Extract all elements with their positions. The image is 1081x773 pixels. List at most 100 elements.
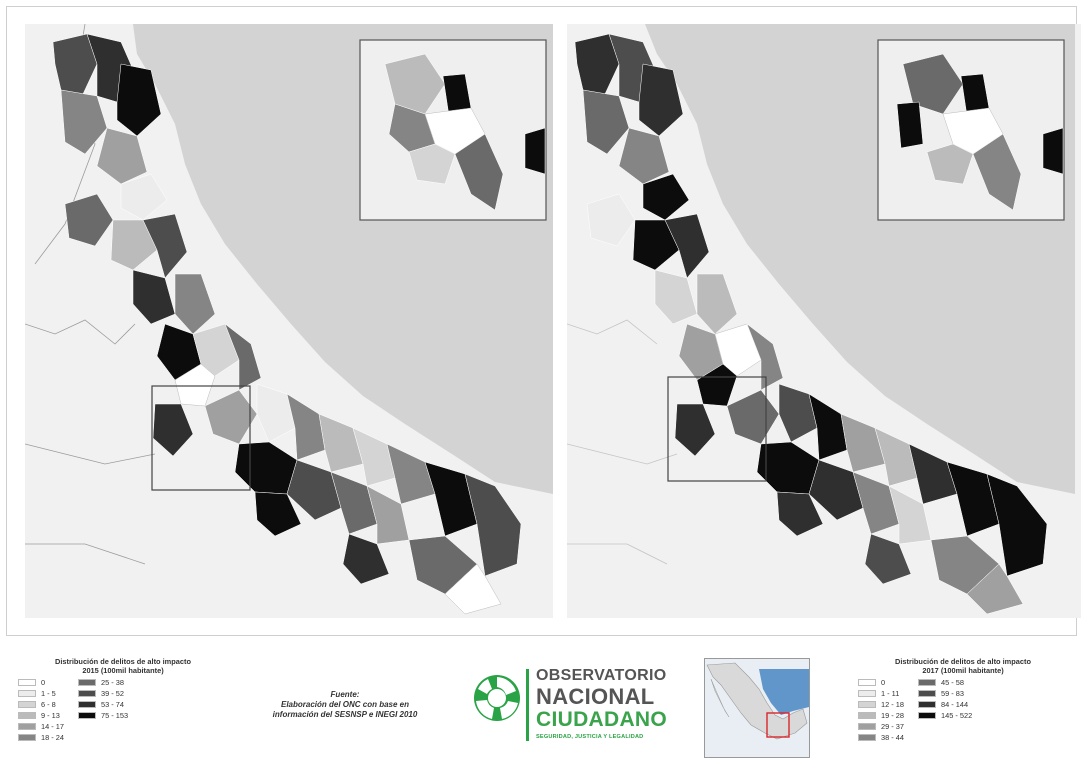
municipality[interactable] bbox=[586, 193, 636, 247]
inset-municipality bbox=[926, 143, 974, 185]
state-boundary-lines bbox=[567, 319, 678, 565]
locator-highlight bbox=[766, 712, 790, 738]
legend-swatch bbox=[858, 734, 876, 741]
legend-title: Distribución de delitos de alto impacto bbox=[55, 657, 191, 666]
municipality[interactable] bbox=[946, 461, 1000, 537]
municipality[interactable] bbox=[874, 427, 918, 487]
legend-swatch bbox=[18, 734, 36, 741]
mexico-locator-map bbox=[704, 658, 810, 758]
municipality[interactable] bbox=[642, 173, 690, 221]
municipality[interactable] bbox=[224, 323, 262, 391]
municipality[interactable] bbox=[464, 473, 522, 577]
legend-swatch bbox=[18, 712, 36, 719]
legend-swatch bbox=[858, 690, 876, 697]
legend-col-1: 0 1 - 11 12 - 18 19 - 28 29 - 37 38 - 44 bbox=[858, 678, 904, 742]
municipality[interactable] bbox=[366, 485, 410, 545]
municipality[interactable] bbox=[142, 213, 188, 279]
municipality[interactable] bbox=[986, 473, 1048, 577]
municipality[interactable] bbox=[808, 393, 848, 461]
municipality[interactable] bbox=[654, 269, 698, 325]
legend-columns: 0 1 - 11 12 - 18 19 - 28 29 - 37 38 - 44… bbox=[858, 678, 1068, 742]
municipality[interactable] bbox=[424, 461, 478, 537]
legend-swatch bbox=[918, 679, 937, 686]
legend-item: 0 bbox=[858, 678, 904, 687]
mexico-land bbox=[706, 662, 808, 740]
municipality[interactable] bbox=[664, 213, 710, 279]
municipality[interactable] bbox=[132, 269, 176, 325]
municipality[interactable] bbox=[386, 443, 436, 505]
municipality[interactable] bbox=[96, 127, 148, 185]
municipality[interactable] bbox=[60, 89, 108, 155]
municipality[interactable] bbox=[674, 403, 716, 457]
municipality[interactable] bbox=[888, 485, 932, 545]
municipality[interactable] bbox=[696, 273, 738, 335]
municipality[interactable] bbox=[444, 563, 502, 615]
legend-item: 145 - 522 bbox=[918, 711, 972, 720]
legend-item: 38 - 44 bbox=[858, 733, 904, 742]
study-area-box bbox=[151, 385, 251, 491]
logo-divider bbox=[526, 669, 529, 741]
municipality[interactable] bbox=[256, 383, 296, 443]
legend-swatch bbox=[78, 679, 97, 686]
municipality[interactable] bbox=[778, 383, 818, 443]
municipality[interactable] bbox=[286, 393, 326, 461]
legend-item: 1 - 5 bbox=[18, 689, 64, 698]
locator-svg bbox=[706, 662, 809, 740]
municipality[interactable] bbox=[776, 491, 824, 537]
legend-item: 29 - 37 bbox=[858, 722, 904, 731]
legend-swatch bbox=[18, 701, 36, 708]
municipality[interactable] bbox=[254, 491, 302, 537]
inset-municipality bbox=[1042, 127, 1064, 175]
municipality[interactable] bbox=[204, 389, 258, 445]
municipality[interactable] bbox=[342, 533, 390, 585]
municipality[interactable] bbox=[152, 403, 194, 457]
municipality[interactable] bbox=[318, 413, 364, 473]
municipality[interactable] bbox=[110, 219, 158, 271]
legend-col-2: 25 - 38 39 - 52 53 - 74 75 - 153 bbox=[78, 678, 128, 742]
inset-municipality bbox=[408, 143, 456, 185]
legend-item: 0 bbox=[18, 678, 64, 687]
municipality[interactable] bbox=[192, 323, 240, 377]
municipality[interactable] bbox=[64, 193, 114, 247]
municipality[interactable] bbox=[746, 323, 784, 391]
municipality[interactable] bbox=[352, 427, 396, 487]
legend-title: Distribución de delitos de alto impacto bbox=[895, 657, 1031, 666]
legend-swatch bbox=[18, 723, 36, 730]
municipality[interactable] bbox=[864, 533, 912, 585]
municipality[interactable] bbox=[632, 219, 680, 271]
legend-item: 59 - 83 bbox=[918, 689, 972, 698]
source-line-1: Elaboración del ONC con base en bbox=[280, 700, 410, 709]
inset-municipality bbox=[902, 53, 964, 115]
municipality[interactable] bbox=[714, 323, 762, 377]
municipality[interactable] bbox=[582, 89, 630, 155]
gulf-water bbox=[759, 669, 809, 715]
municipality[interactable] bbox=[330, 471, 378, 535]
inset-municipality bbox=[524, 127, 546, 175]
logo-text-observatorio: OBSERVATORIO bbox=[536, 667, 667, 684]
onc-logo: OBSERVATORIO NACIONAL CIUDADANO SEGURIDA… bbox=[470, 665, 685, 745]
legend-swatch bbox=[78, 701, 97, 708]
municipality[interactable] bbox=[696, 363, 738, 407]
map-2015[interactable] bbox=[25, 24, 553, 618]
legend-swatch bbox=[858, 723, 876, 730]
legend-item: 45 - 58 bbox=[918, 678, 972, 687]
legend-item: 75 - 153 bbox=[78, 711, 128, 720]
map-2017[interactable] bbox=[567, 24, 1081, 618]
legend-swatch bbox=[918, 712, 937, 719]
municipality[interactable] bbox=[840, 413, 886, 473]
legend-swatch bbox=[78, 712, 97, 719]
legend-item: 39 - 52 bbox=[78, 689, 128, 698]
municipality[interactable] bbox=[908, 443, 958, 505]
legend-item: 25 - 38 bbox=[78, 678, 128, 687]
municipality[interactable] bbox=[174, 363, 216, 407]
municipality[interactable] bbox=[286, 459, 342, 521]
legend-col-1: 0 1 - 5 6 - 8 9 - 13 14 - 17 18 - 24 bbox=[18, 678, 64, 742]
municipality[interactable] bbox=[852, 471, 900, 535]
municipality[interactable] bbox=[966, 563, 1024, 615]
municipality[interactable] bbox=[808, 459, 864, 521]
legend-subtitle: 2015 (100mil habitante) bbox=[82, 666, 164, 675]
legend-swatch bbox=[858, 701, 876, 708]
municipality[interactable] bbox=[174, 273, 216, 335]
municipality[interactable] bbox=[618, 127, 670, 185]
municipality[interactable] bbox=[120, 173, 168, 221]
